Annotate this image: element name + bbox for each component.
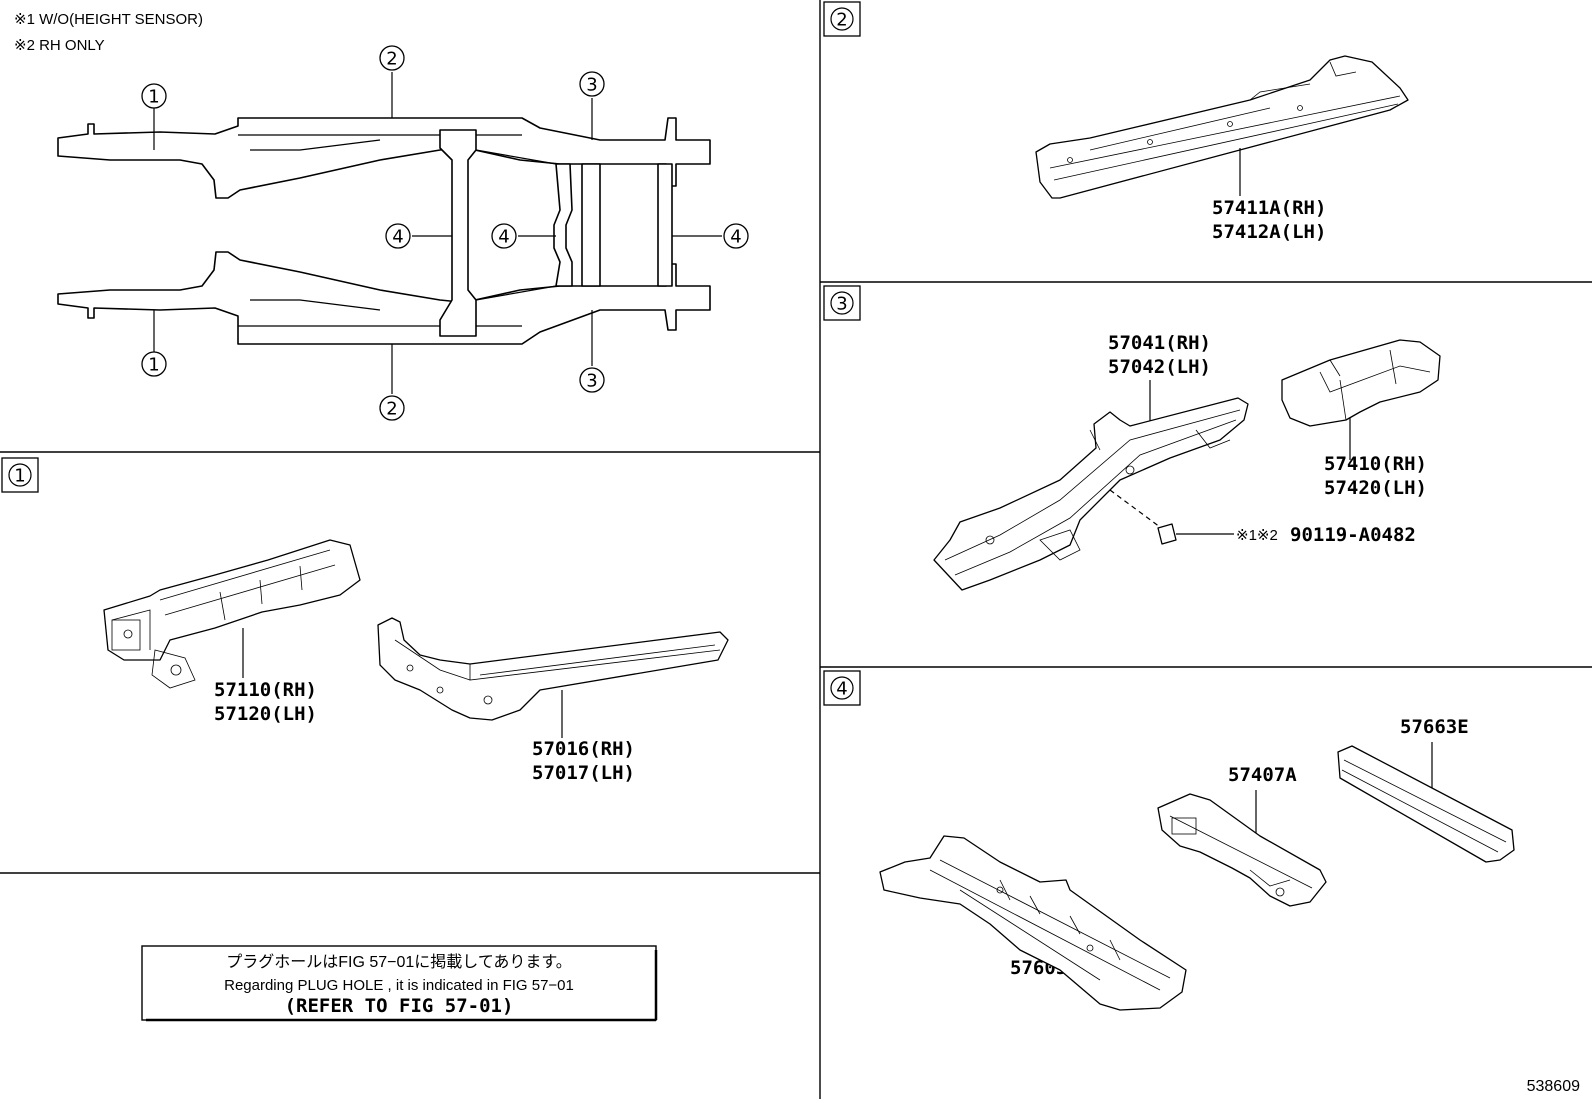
part-57041-rear-side-member: [933, 397, 1249, 591]
svg-text:1: 1: [148, 355, 159, 376]
svg-text:4: 4: [392, 227, 403, 248]
crossmember-tail: [657, 163, 673, 287]
part-57407A-crossmember: [1157, 793, 1327, 907]
svg-text:1: 1: [148, 87, 159, 108]
label-57663E: 57663E: [1400, 716, 1469, 738]
section-box-3[interactable]: 3: [823, 285, 861, 321]
note-height-sensor: ※1 W/O(HEIGHT SENSOR): [14, 11, 203, 28]
svg-text:4: 4: [730, 227, 741, 248]
callout-2-lower[interactable]: 2: [379, 395, 405, 421]
bolt-note: ※1※2: [1236, 527, 1278, 544]
label-57411A: 57411A(RH): [1212, 197, 1326, 219]
section-box-1[interactable]: 1: [1, 457, 39, 493]
label-57120: 57120(LH): [214, 703, 317, 725]
label-57407A: 57407A: [1228, 764, 1297, 786]
callout-3-lower[interactable]: 3: [579, 367, 605, 393]
svg-text:4: 4: [498, 227, 509, 248]
overview-callouts: 1 1 2 2 3 3 4 4 4: [141, 45, 749, 421]
callout-4-mid[interactable]: 4: [491, 223, 517, 249]
plug-hole-notice: プラグホールはFIG 57−01に掲載してあります。 Regarding PLU…: [141, 945, 658, 1022]
label-57016: 57016(RH): [532, 738, 635, 760]
callout-4-left[interactable]: 4: [385, 223, 411, 249]
svg-text:2: 2: [836, 10, 847, 31]
callout-1-lower[interactable]: 1: [141, 351, 167, 377]
callout-1-upper[interactable]: 1: [141, 83, 167, 109]
svg-text:3: 3: [586, 371, 597, 392]
note-rh-only: ※2 RH ONLY: [14, 37, 105, 54]
svg-text:4: 4: [836, 679, 847, 700]
part-57605D-center-floor-member: [879, 835, 1187, 1011]
callout-2-upper[interactable]: 2: [379, 45, 405, 71]
svg-text:3: 3: [586, 75, 597, 96]
label-57017: 57017(LH): [532, 762, 635, 784]
bolt-90119-A0482[interactable]: [1109, 489, 1234, 545]
svg-text:3: 3: [836, 294, 847, 315]
svg-text:2: 2: [386, 399, 397, 420]
label-57420: 57420(LH): [1324, 477, 1427, 499]
label-57041: 57041(RH): [1108, 332, 1211, 354]
notice-ref: (REFER TO FIG 57-01): [285, 995, 514, 1017]
upper-front-rail: [57, 117, 711, 199]
svg-text:2: 2: [386, 49, 397, 70]
part-57016-rear-extension: [377, 617, 729, 721]
label-90119: 90119-A0482: [1290, 524, 1416, 546]
part-57410-rear-bracket: [1281, 339, 1441, 427]
frame-overview: [57, 117, 711, 345]
label-57110: 57110(RH): [214, 679, 317, 701]
callout-3-upper[interactable]: 3: [579, 71, 605, 97]
part-57110-front-side-member: [103, 539, 361, 689]
section-box-4[interactable]: 4: [823, 670, 861, 706]
section-box-2[interactable]: 2: [823, 1, 861, 37]
figure-id: 538609: [1527, 1078, 1580, 1095]
notice-jp: プラグホールはFIG 57−01に掲載してあります。: [226, 953, 572, 971]
label-57042: 57042(LH): [1108, 356, 1211, 378]
label-57410: 57410(RH): [1324, 453, 1427, 475]
part-57411A-rocker-rail: [1035, 55, 1409, 199]
svg-text:1: 1: [14, 466, 25, 487]
lower-front-rail: [57, 251, 711, 345]
crossmember-mid: [553, 163, 573, 287]
notice-en: Regarding PLUG HOLE , it is indicated in…: [224, 977, 574, 994]
crossmember-rear: [581, 163, 601, 287]
part-57663E-crossmember: [1337, 745, 1515, 863]
label-57412A: 57412A(LH): [1212, 221, 1326, 243]
callout-4-right[interactable]: 4: [723, 223, 749, 249]
